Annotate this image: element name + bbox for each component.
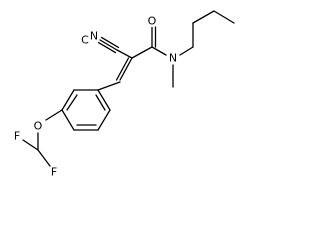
fluorine-upper-atom: F <box>11 130 23 143</box>
difluoromethyl-to-f-lower-bond <box>37 149 51 167</box>
nitrile-bond-3 <box>100 36 120 49</box>
ring-bond-3 <box>61 109 75 131</box>
nitrile-c-atom: C <box>80 34 90 47</box>
amide-n-atom: N <box>167 52 179 65</box>
fluorine-lower-label: F <box>51 166 57 179</box>
ring-bond-2 <box>61 89 75 111</box>
ether-o-label: O <box>34 120 43 133</box>
ring-bond-5 <box>97 109 111 131</box>
alpha-to-nitrile-bond <box>116 49 133 59</box>
ring-inner-bond-1 <box>66 94 78 111</box>
carbonyl-to-amide-n-bond <box>151 46 167 56</box>
amide-n-label: N <box>169 52 177 65</box>
fluorine-upper-label: F <box>14 130 20 143</box>
ring-bond-6 <box>97 89 111 111</box>
butyl-bond-3 <box>192 10 215 24</box>
vinyl-double-bond-2 <box>115 57 130 81</box>
ring-to-ether-o-bond <box>45 109 63 121</box>
vinyl-double-bond-1 <box>119 57 133 81</box>
butyl-bond-4 <box>213 10 235 24</box>
nitrile-n-atom: N <box>88 30 100 43</box>
nitrile-bond-2 <box>97 41 117 54</box>
carbonyl-o-label: O <box>148 15 157 28</box>
difluoromethyl-to-f-upper-bond <box>22 139 39 151</box>
nitrile-bond-1 <box>99 39 118 51</box>
alpha-to-carbonyl-bond <box>131 46 153 59</box>
fluorine-lower-atom: F <box>48 166 60 179</box>
carbonyl-o-atom: O <box>146 15 158 28</box>
amide-n-butyl-bond-1 <box>179 46 194 56</box>
nitrile-n-label: N <box>90 30 98 43</box>
nitrile-c-label: C <box>81 34 89 47</box>
atom-label-layer: N C O N O F F <box>11 15 179 179</box>
vinyl-to-ring-bond <box>97 81 121 91</box>
ether-o-atom: O <box>32 120 44 133</box>
chemical-structure-diagram: N C O N O F F <box>11 10 235 179</box>
bond-layer <box>22 10 235 167</box>
ring-inner-bond-3 <box>95 94 106 111</box>
